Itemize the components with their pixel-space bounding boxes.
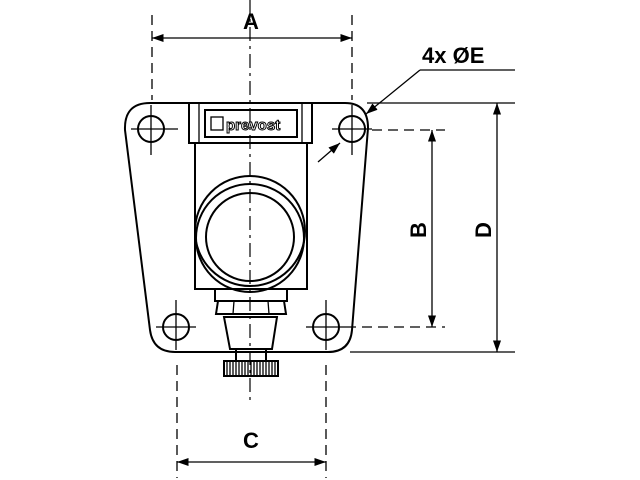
prevost-logo-icon [210, 116, 224, 131]
dimension-a-label: A [243, 9, 259, 34]
knurled-knob [223, 360, 279, 377]
mounting-plate [123, 102, 370, 353]
dimension-b-label: B [406, 222, 431, 238]
nut [214, 288, 288, 302]
knurl-lines [226, 362, 276, 375]
dimension-d-label: D [471, 222, 496, 238]
brand-logo-text: prevost [226, 117, 280, 134]
dimension-e-label: 4x ØE [422, 43, 484, 68]
mounting-holes [131, 105, 372, 350]
dimension-c-label: C [243, 428, 259, 453]
